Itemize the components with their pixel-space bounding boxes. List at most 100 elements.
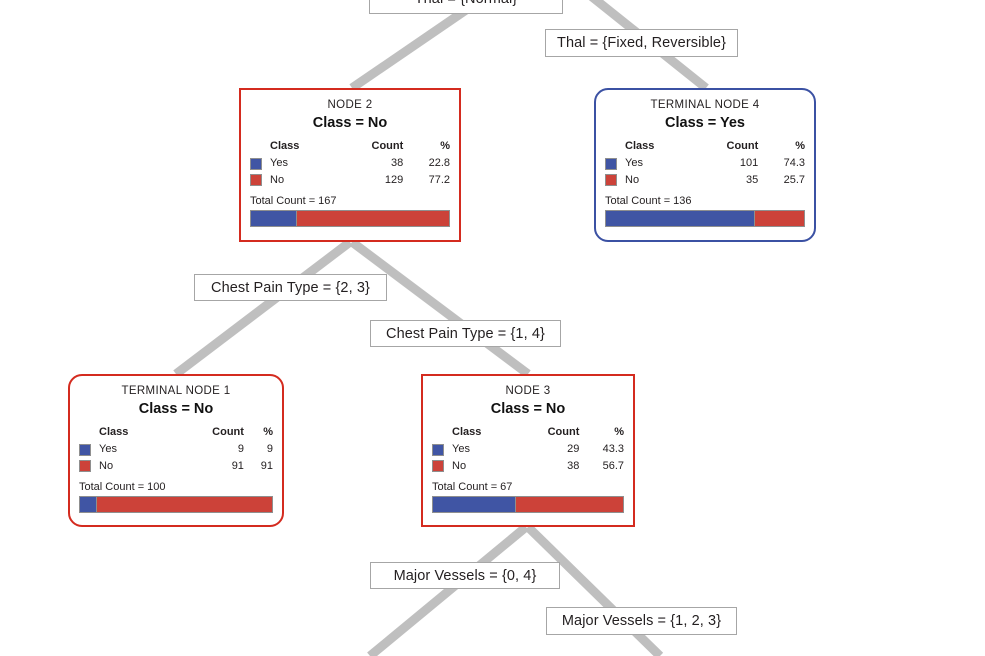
class-distribution-bar <box>605 209 805 227</box>
split-label-chest-pain-1-4[interactable]: Chest Pain Type = {1, 4} <box>370 320 561 347</box>
swatch-header <box>79 426 99 441</box>
edge-node3-right <box>524 523 664 656</box>
node-title: TERMINAL NODE 4 <box>650 99 760 111</box>
row-label: Yes <box>99 443 117 456</box>
table-row: Yes 38 22.8 <box>250 155 450 172</box>
edge-node3-left <box>367 523 529 656</box>
row-count: 9 <box>237 443 244 456</box>
row-percent: 56.7 <box>602 460 624 473</box>
column-header-percent: % <box>795 140 805 153</box>
node-class-label: Class = No <box>490 401 566 418</box>
column-header-count: Count <box>726 140 759 153</box>
bar-segment-yes <box>605 209 754 227</box>
column-header-percent: % <box>440 140 450 153</box>
node-class-label: Class = No <box>312 115 388 132</box>
column-header-count: Count <box>371 140 404 153</box>
table-header-row: Class Count % <box>79 426 273 441</box>
column-header-count: Count <box>547 426 580 439</box>
node-stats-table: Class Count % Yes 29 43.3 No 38 56.7 <box>432 426 624 475</box>
node-stats-table: Class Count % Yes 38 22.8 No 129 77.2 <box>250 140 450 189</box>
legend-swatch-yes-icon <box>605 157 617 170</box>
column-header-percent: % <box>263 426 273 439</box>
column-header-class: Class <box>452 426 482 439</box>
node-class-label: Class = No <box>138 401 214 418</box>
class-distribution-bar <box>79 495 273 513</box>
row-label: Yes <box>625 157 643 170</box>
legend-swatch-yes-icon <box>432 443 444 456</box>
row-label: Yes <box>452 443 470 456</box>
bar-segment-no <box>515 495 624 513</box>
table-header-row: Class Count % <box>432 426 624 441</box>
split-label-thal-fixed-reversible[interactable]: Thal = {Fixed, Reversible} <box>545 29 738 57</box>
swatch-header <box>250 140 270 155</box>
table-row: Yes 29 43.3 <box>432 441 624 458</box>
row-label: No <box>625 174 640 187</box>
node-stats-table: Class Count % Yes 101 74.3 No 35 25.7 <box>605 140 805 189</box>
split-label-major-vessels-0-4[interactable]: Major Vessels = {0, 4} <box>370 562 560 589</box>
column-header-count: Count <box>212 426 244 439</box>
terminal-node-1[interactable]: TERMINAL NODE 1 Class = No Class Count %… <box>68 374 284 527</box>
row-count: 38 <box>567 460 580 473</box>
row-percent: 43.3 <box>602 443 624 456</box>
total-count-label: Total Count = 100 <box>79 480 166 493</box>
row-label: No <box>452 460 467 473</box>
table-row: No 91 91 <box>79 458 273 475</box>
legend-swatch-no-icon <box>605 174 617 187</box>
split-label-text: Major Vessels = {0, 4} <box>393 567 537 584</box>
legend-swatch-yes-icon <box>250 157 262 170</box>
table-row: Yes 101 74.3 <box>605 155 805 172</box>
total-count-label: Total Count = 136 <box>605 194 692 207</box>
swatch-header <box>605 140 625 155</box>
split-label-chest-pain-2-3[interactable]: Chest Pain Type = {2, 3} <box>194 274 387 301</box>
node-stats-table: Class Count % Yes 9 9 No 91 91 <box>79 426 273 475</box>
column-header-percent: % <box>614 426 624 439</box>
swatch-header <box>432 426 452 441</box>
table-row: Yes 9 9 <box>79 441 273 458</box>
legend-swatch-no-icon <box>79 460 91 473</box>
split-label-thal-normal[interactable]: Thal = {Normal} <box>369 0 563 14</box>
terminal-node-4[interactable]: TERMINAL NODE 4 Class = Yes Class Count … <box>594 88 816 242</box>
split-label-text: Thal = {Normal} <box>415 0 518 7</box>
row-count: 129 <box>384 174 404 187</box>
table-row: No 38 56.7 <box>432 458 624 475</box>
class-distribution-bar <box>250 209 450 227</box>
row-label: No <box>99 460 114 473</box>
row-label: No <box>270 174 285 187</box>
column-header-class: Class <box>99 426 129 439</box>
table-header-row: Class Count % <box>605 140 805 155</box>
bar-segment-no <box>295 209 450 227</box>
row-percent: 77.2 <box>428 174 450 187</box>
row-count: 91 <box>231 460 244 473</box>
edge-node2-right <box>349 238 531 378</box>
legend-swatch-no-icon <box>250 174 262 187</box>
node-class-label: Class = Yes <box>665 115 745 132</box>
row-percent: 22.8 <box>428 157 450 170</box>
legend-swatch-no-icon <box>432 460 444 473</box>
row-count: 29 <box>567 443 580 456</box>
split-label-major-vessels-1-2-3[interactable]: Major Vessels = {1, 2, 3} <box>546 607 737 635</box>
total-count-label: Total Count = 167 <box>250 194 337 207</box>
node-2[interactable]: NODE 2 Class = No Class Count % Yes 38 2… <box>239 88 461 242</box>
row-count: 38 <box>391 157 404 170</box>
row-percent: 91 <box>260 460 273 473</box>
split-label-text: Thal = {Fixed, Reversible} <box>556 35 727 51</box>
bar-segment-yes <box>432 495 516 513</box>
row-percent: 25.7 <box>783 174 805 187</box>
row-count: 35 <box>746 174 759 187</box>
column-header-class: Class <box>625 140 655 153</box>
row-label: Yes <box>270 157 288 170</box>
class-distribution-bar <box>432 495 624 513</box>
split-label-text: Chest Pain Type = {2, 3} <box>211 279 370 296</box>
node-3[interactable]: NODE 3 Class = No Class Count % Yes 29 4… <box>421 374 635 527</box>
edge-root-left <box>349 6 469 92</box>
column-header-class: Class <box>270 140 300 153</box>
row-count: 101 <box>739 157 759 170</box>
node-title: TERMINAL NODE 1 <box>121 385 231 397</box>
row-percent: 9 <box>266 443 273 456</box>
bar-segment-yes <box>79 495 97 513</box>
split-label-text: Chest Pain Type = {1, 4} <box>386 325 545 342</box>
table-header-row: Class Count % <box>250 140 450 155</box>
legend-swatch-yes-icon <box>79 443 91 456</box>
